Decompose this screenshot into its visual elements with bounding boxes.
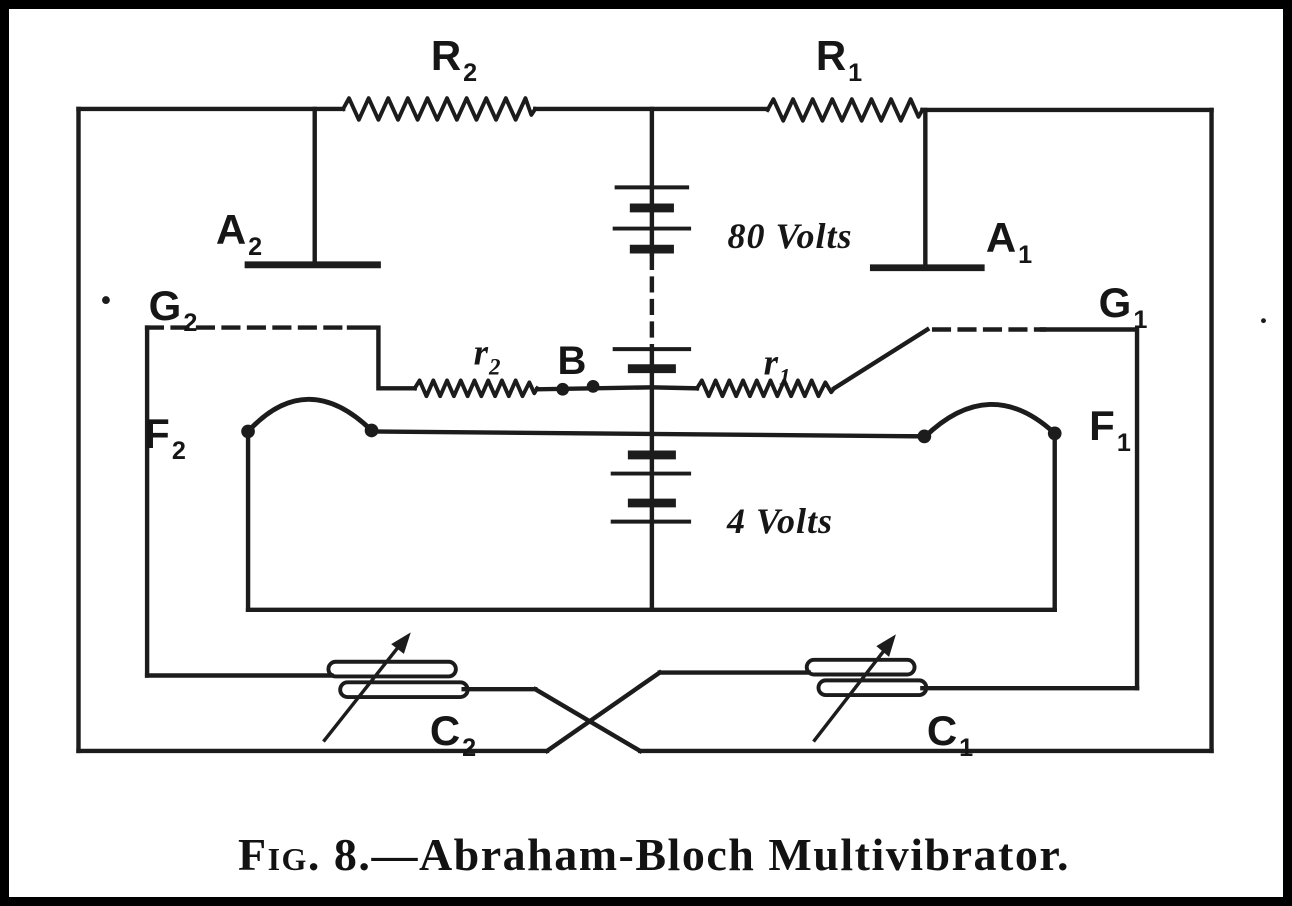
- label-C2-sub: 2: [462, 734, 477, 763]
- junction-dot-F2-left: [241, 424, 255, 439]
- resistor-r1-zigzag: [694, 378, 837, 399]
- filament-F1-arc: [920, 402, 1059, 441]
- grid-resistor-r1: [649, 326, 931, 399]
- label-G1-sub: 1: [1133, 306, 1148, 335]
- resistor-R1-zigzag: [764, 97, 926, 123]
- label-A2-main: A: [215, 206, 247, 254]
- label-r1-sub: 1: [778, 364, 791, 390]
- label-G2-sub: 2: [183, 309, 198, 338]
- caption-title: Abraham-Bloch Multivibrator.: [418, 829, 1071, 880]
- label-R2-sub: 2: [463, 59, 478, 88]
- anode-A1: [869, 107, 985, 272]
- label-4-volts: 4 Volts: [726, 501, 834, 541]
- capacitor-C1-arrow-head: [876, 634, 896, 657]
- label-F2-main: F: [144, 410, 170, 458]
- filament-center-rail: [369, 429, 927, 439]
- filament-F2-arc: [244, 397, 376, 435]
- grid-G1-wires: [920, 327, 1140, 691]
- resistor-R2-zigzag: [340, 96, 538, 122]
- label-F1-main: F: [1089, 402, 1115, 450]
- junction-dot-F2-right: [364, 423, 379, 438]
- figure-caption: Fig. 8.—Abraham-Bloch Multivibrator.: [238, 832, 1070, 878]
- ink-speck: [102, 296, 110, 305]
- battery-80v: [612, 185, 692, 374]
- grid-resistor-r2: [411, 378, 655, 399]
- label-r2-main: r: [473, 332, 488, 374]
- label-C1: C1: [927, 710, 973, 762]
- capacitor-C2: [322, 632, 538, 743]
- caption-dash: —: [371, 829, 419, 880]
- label-R2: R2: [431, 35, 477, 87]
- label-G2-main: G: [148, 282, 182, 330]
- grid-G1-corner: [1039, 327, 1140, 691]
- label-F1-sub: 1: [1116, 429, 1131, 458]
- label-R1: R1: [816, 35, 862, 87]
- label-r2: r2: [474, 334, 501, 379]
- label-C2: C2: [430, 710, 476, 762]
- capacitor-C1: [657, 634, 929, 743]
- label-G1: G1: [1099, 282, 1148, 334]
- label-G2: G2: [149, 285, 198, 337]
- label-A1: A1: [986, 217, 1032, 269]
- grid-G2-corner: [346, 325, 417, 391]
- junction-dot-B-left: [556, 382, 570, 396]
- junction-dot-F1-right: [1047, 426, 1062, 441]
- capacitor-C1-top-plate: [804, 657, 917, 677]
- wire-r1-diagonal: [831, 326, 931, 392]
- label-r1-main: r: [763, 342, 778, 384]
- wire-B-to-r1: [649, 385, 700, 391]
- label-80-volts: 80 Volts: [727, 216, 853, 256]
- cross-wire-up: [543, 669, 663, 755]
- label-F1: F1: [1089, 405, 1131, 457]
- label-A1-sub: 1: [1018, 241, 1033, 270]
- node-B: [556, 379, 600, 396]
- label-C2-main: C: [429, 707, 461, 755]
- circuit-linework: [76, 96, 1266, 755]
- capacitor-C2-top-plate: [326, 659, 458, 679]
- label-B-main: B: [557, 339, 587, 383]
- resistor-r2-zigzag: [411, 378, 540, 399]
- label-R2-main: R: [430, 32, 462, 80]
- capacitor-C2-arrow-shaft: [322, 638, 406, 743]
- label-C1-sub: 1: [959, 734, 974, 763]
- capacitor-C1-bottom-plate: [816, 678, 929, 698]
- label-A1-main: A: [985, 214, 1017, 262]
- label-r1: r1: [764, 344, 791, 389]
- grid-G2-wires: [144, 325, 417, 678]
- outer-loop-wires: [76, 96, 1214, 754]
- ink-speck: [1261, 318, 1266, 324]
- anode-A2: [244, 106, 381, 269]
- label-B: B: [558, 341, 587, 381]
- capacitor-C1-arrow-shaft: [812, 641, 892, 743]
- junction-dot-F1-left: [917, 429, 932, 444]
- label-R1-sub: 1: [848, 59, 863, 88]
- label-F2-sub: 2: [171, 437, 186, 466]
- capacitor-C2-arrow-head: [391, 632, 411, 654]
- label-F2: F2: [144, 413, 186, 465]
- caption-figure-number: Fig. 8.: [237, 829, 372, 880]
- label-C1-main: C: [926, 707, 958, 755]
- crossover-wires: [532, 669, 663, 755]
- label-A2: A2: [216, 209, 262, 261]
- filament-circuit: [241, 397, 1062, 613]
- battery-4v: [610, 450, 692, 524]
- label-A2-sub: 2: [248, 233, 263, 262]
- label-R1-main: R: [815, 32, 847, 80]
- label-G1-main: G: [1098, 279, 1132, 327]
- label-r2-sub: 2: [488, 354, 501, 380]
- junction-dot-B-right: [586, 379, 600, 393]
